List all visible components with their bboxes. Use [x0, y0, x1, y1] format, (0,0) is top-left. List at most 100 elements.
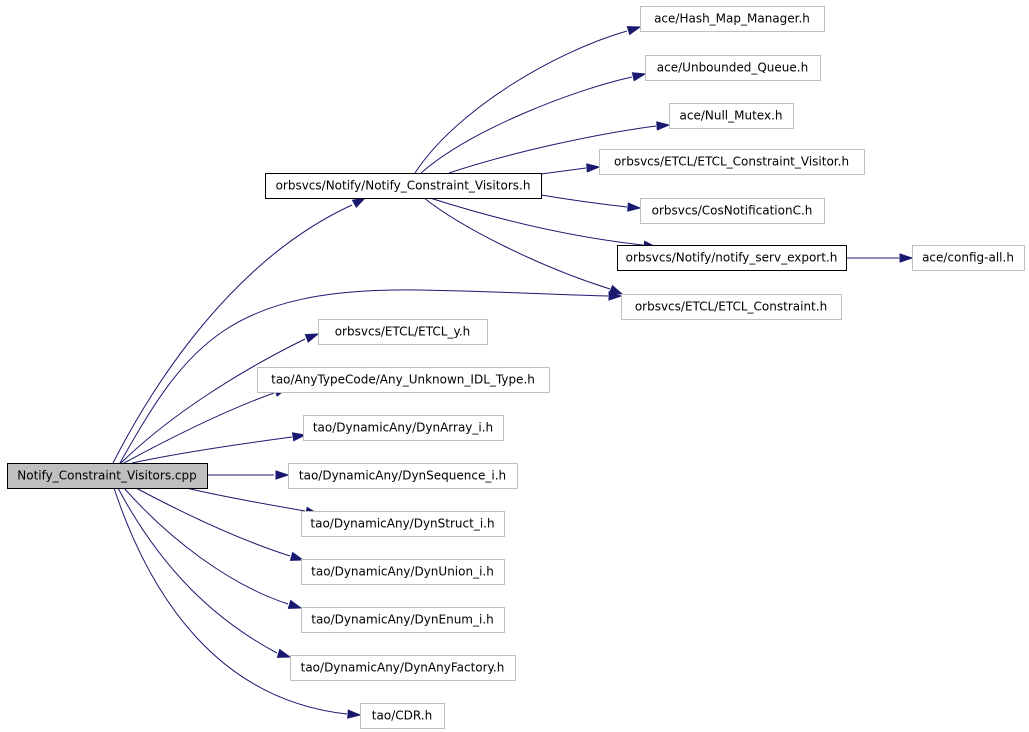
node-box: [290, 655, 516, 681]
node-box: [301, 607, 505, 633]
arrowhead: [627, 202, 642, 212]
edge-ncv-to-nse: [429, 197, 658, 250]
node-label: orbsvcs/Notify/notify_serv_export.h: [626, 251, 838, 265]
node-label: orbsvcs/ETCL/ETCL_y.h: [335, 325, 471, 339]
edge-ncv-to-nm: [448, 121, 671, 174]
edge-root-to-daf: [117, 487, 292, 658]
node-cdr[interactable]: tao/CDR.h: [360, 703, 445, 729]
arrowhead: [289, 551, 305, 561]
node-box: [640, 6, 825, 32]
node-ey[interactable]: orbsvcs/ETCL/ETCL_y.h: [318, 319, 488, 345]
node-box: [257, 367, 550, 393]
edge-line: [120, 338, 306, 464]
node-du[interactable]: tao/DynamicAny/DynUnion_i.h: [301, 559, 505, 585]
node-label: ace/Unbounded_Queue.h: [657, 61, 808, 75]
arrowhead: [586, 163, 601, 173]
edge-line: [117, 487, 278, 654]
node-dseq[interactable]: tao/DynamicAny/DynSequence_i.h: [288, 463, 518, 489]
node-label: ace/Null_Mutex.h: [680, 109, 783, 123]
edge-root-to-ey: [120, 333, 320, 464]
node-daf[interactable]: tao/DynamicAny/DynAnyFactory.h: [290, 655, 516, 681]
node-hmm[interactable]: ace/Hash_Map_Manager.h: [640, 6, 825, 32]
node-box: [303, 415, 504, 441]
node-label: tao/AnyTypeCode/Any_Unknown_IDL_Type.h: [271, 373, 535, 387]
edge-line: [123, 487, 289, 605]
edge-line: [119, 289, 609, 464]
edge-line: [185, 487, 306, 512]
node-cn[interactable]: orbsvcs/CosNotificationC.h: [640, 198, 825, 224]
edge-ncv-to-cn: [540, 194, 642, 212]
edge-line: [420, 76, 633, 174]
edge-nse-to-ca: [846, 253, 914, 263]
node-box: [265, 173, 542, 199]
node-label: tao/DynamicAny/DynEnum_i.h: [311, 613, 494, 627]
edge-ncv-to-hmm: [414, 26, 642, 174]
node-box: [621, 294, 842, 320]
node-da[interactable]: tao/DynamicAny/DynArray_i.h: [303, 415, 504, 441]
edge-line: [429, 197, 644, 246]
node-label: orbsvcs/Notify/Notify_Constraint_Visitor…: [276, 179, 531, 193]
edge-root-to-da: [131, 432, 307, 464]
arrowhead: [899, 253, 914, 263]
node-ca[interactable]: ace/config-all.h: [912, 245, 1025, 271]
edge-line: [423, 197, 611, 290]
edge-ncv-to-ecv: [540, 163, 601, 175]
node-label: ace/config-all.h: [922, 251, 1014, 265]
arrowhead: [276, 648, 292, 658]
edge-line: [113, 487, 348, 715]
node-uq[interactable]: ace/Unbounded_Queue.h: [645, 55, 821, 81]
node-root: Notify_Constraint_Visitors.cpp: [7, 463, 208, 489]
edge-ncv-to-ec: [423, 197, 624, 295]
node-label: ace/Hash_Map_Manager.h: [654, 12, 810, 26]
node-label: tao/DynamicAny/DynStruct_i.h: [310, 517, 494, 531]
node-box: [301, 559, 505, 585]
arrowhead: [626, 26, 642, 36]
arrowhead: [656, 121, 671, 131]
node-label: Notify_Constraint_Visitors.cpp: [17, 469, 196, 483]
node-box: [640, 198, 825, 224]
edge-line: [414, 30, 628, 174]
node-box: [669, 103, 794, 129]
node-label: tao/CDR.h: [372, 709, 432, 723]
node-label: tao/DynamicAny/DynSequence_i.h: [299, 469, 506, 483]
node-nm[interactable]: ace/Null_Mutex.h: [669, 103, 794, 129]
node-label: orbsvcs/CosNotificationC.h: [652, 204, 813, 218]
node-box: [288, 463, 518, 489]
node-ecv[interactable]: orbsvcs/ETCL/ETCL_Constraint_Visitor.h: [599, 149, 865, 175]
edge-root-to-dst: [185, 487, 320, 516]
node-box: [360, 703, 445, 729]
node-box: [912, 245, 1025, 271]
node-nse[interactable]: orbsvcs/Notify/notify_serv_export.h: [617, 245, 847, 271]
arrowhead: [304, 333, 320, 343]
arrowhead: [631, 72, 647, 82]
node-auit[interactable]: tao/AnyTypeCode/Any_Unknown_IDL_Type.h: [257, 367, 550, 393]
arrowhead: [351, 197, 367, 209]
node-label: orbsvcs/ETCL/ETCL_Constraint.h: [635, 300, 827, 314]
node-ec[interactable]: orbsvcs/ETCL/ETCL_Constraint.h: [621, 294, 842, 320]
node-box: [617, 245, 847, 271]
edge-root-to-du: [135, 487, 305, 561]
node-box: [301, 511, 505, 537]
node-box: [645, 55, 821, 81]
node-ncv[interactable]: orbsvcs/Notify/Notify_Constraint_Visitor…: [265, 173, 542, 199]
edge-line: [135, 487, 291, 557]
arrowhead: [291, 432, 307, 442]
node-dst[interactable]: tao/DynamicAny/DynStruct_i.h: [301, 511, 505, 537]
node-label: tao/DynamicAny/DynAnyFactory.h: [301, 661, 505, 675]
arrowhead: [287, 599, 303, 609]
edge-root-to-ncv: [112, 197, 367, 464]
node-label: tao/DynamicAny/DynUnion_i.h: [311, 565, 494, 579]
arrowhead: [608, 284, 624, 295]
edge-line: [540, 194, 628, 208]
edge-root-to-dseq: [207, 470, 290, 480]
arrowhead: [347, 709, 362, 719]
node-box: [7, 463, 208, 489]
node-label: tao/DynamicAny/DynArray_i.h: [313, 421, 493, 435]
edge-line: [112, 204, 353, 464]
arrowhead: [275, 470, 290, 480]
edge-line: [123, 392, 275, 464]
node-box: [318, 319, 488, 345]
nodes-layer: Notify_Constraint_Visitors.cpp orbsvcs/No…: [7, 6, 1025, 729]
node-de[interactable]: tao/DynamicAny/DynEnum_i.h: [301, 607, 505, 633]
